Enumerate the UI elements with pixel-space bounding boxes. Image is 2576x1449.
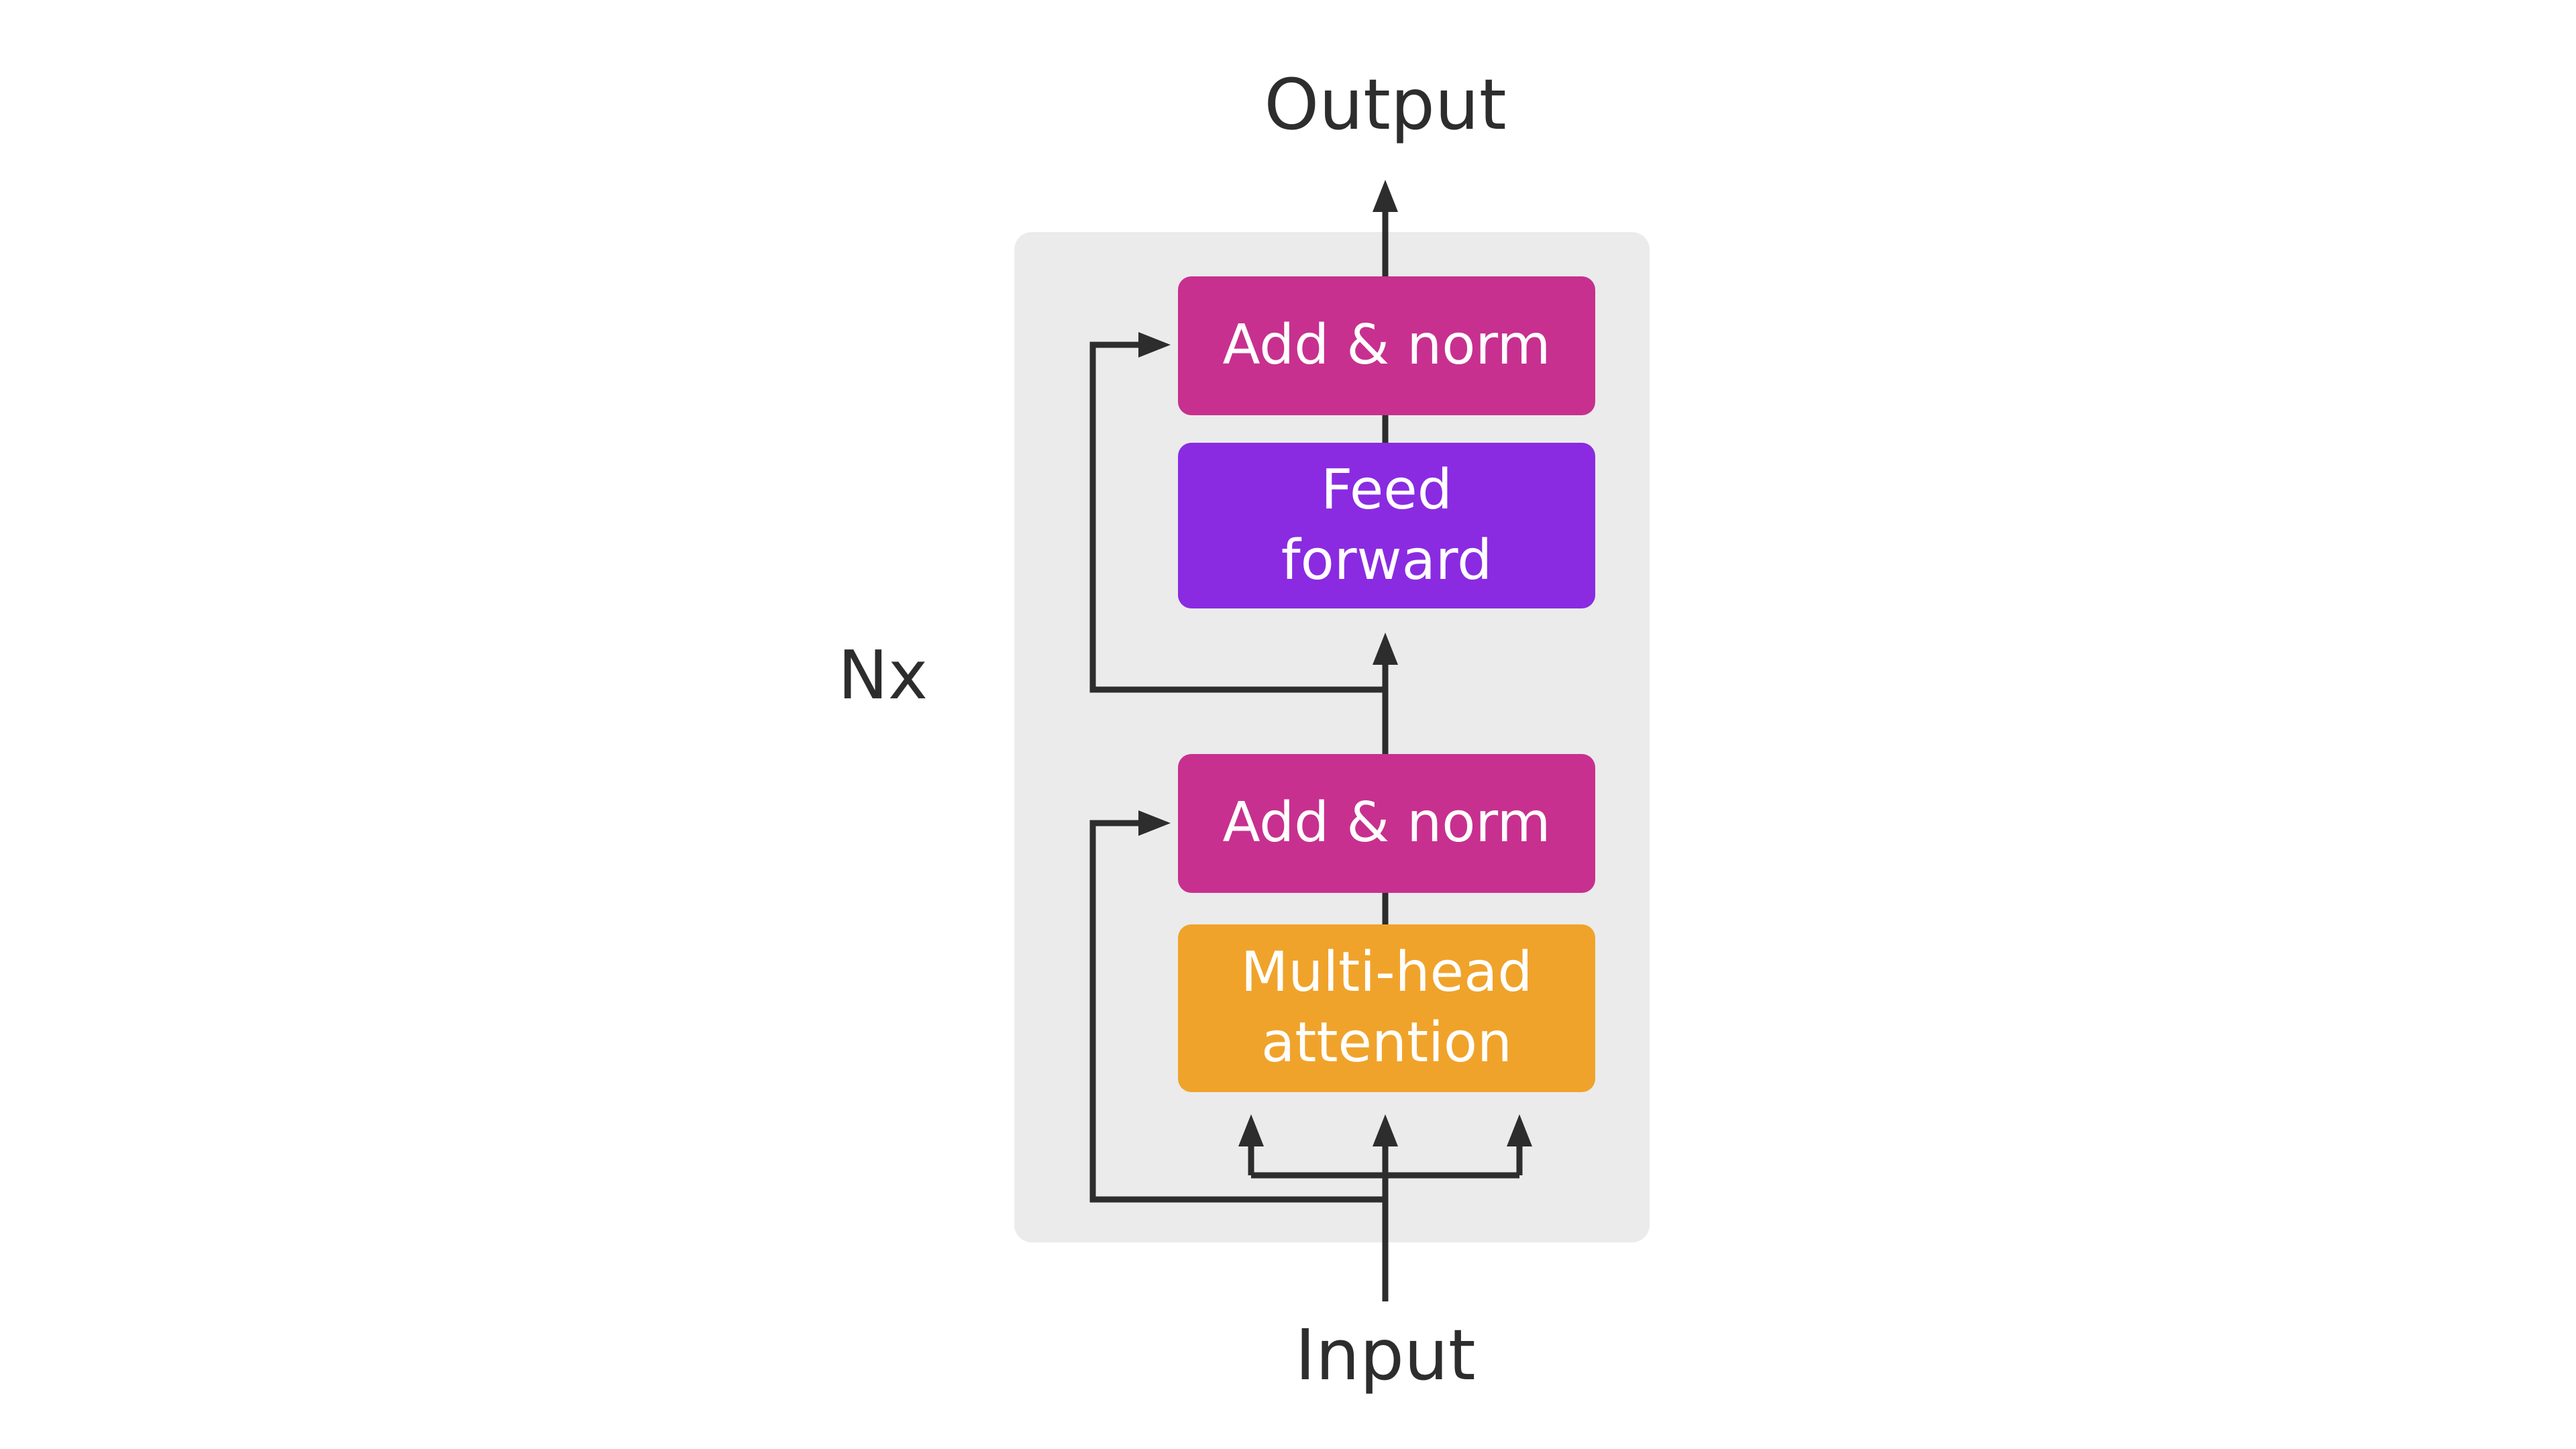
add-norm-top-block: Add & norm xyxy=(1178,276,1595,415)
residual-connection-bottom xyxy=(1089,820,1385,1203)
add-norm-bottom-label: Add & norm xyxy=(1222,791,1551,855)
output-label: Output xyxy=(1264,64,1507,146)
repeat-count-label: Nx xyxy=(838,636,928,714)
residual-arrowhead-top xyxy=(1138,332,1171,358)
add-norm-bottom-block: Add & norm xyxy=(1178,754,1595,893)
input-label: Input xyxy=(1295,1314,1476,1396)
multi-head-attention-label: Multi-head attention xyxy=(1240,941,1533,1075)
query-arrowhead xyxy=(1238,1114,1264,1146)
residual-arrowhead-bottom xyxy=(1138,810,1171,836)
residual-connection-top xyxy=(1089,341,1385,693)
feed-forward-label: Feed forward xyxy=(1281,458,1493,592)
output-arrowhead xyxy=(1373,180,1398,212)
feedforward-input-arrowhead xyxy=(1373,633,1398,665)
value-arrowhead xyxy=(1507,1114,1532,1146)
multi-head-attention-block: Multi-head attention xyxy=(1178,924,1595,1092)
key-arrowhead xyxy=(1373,1114,1398,1146)
add-norm-top-label: Add & norm xyxy=(1222,313,1551,378)
feed-forward-block: Feed forward xyxy=(1178,443,1595,608)
